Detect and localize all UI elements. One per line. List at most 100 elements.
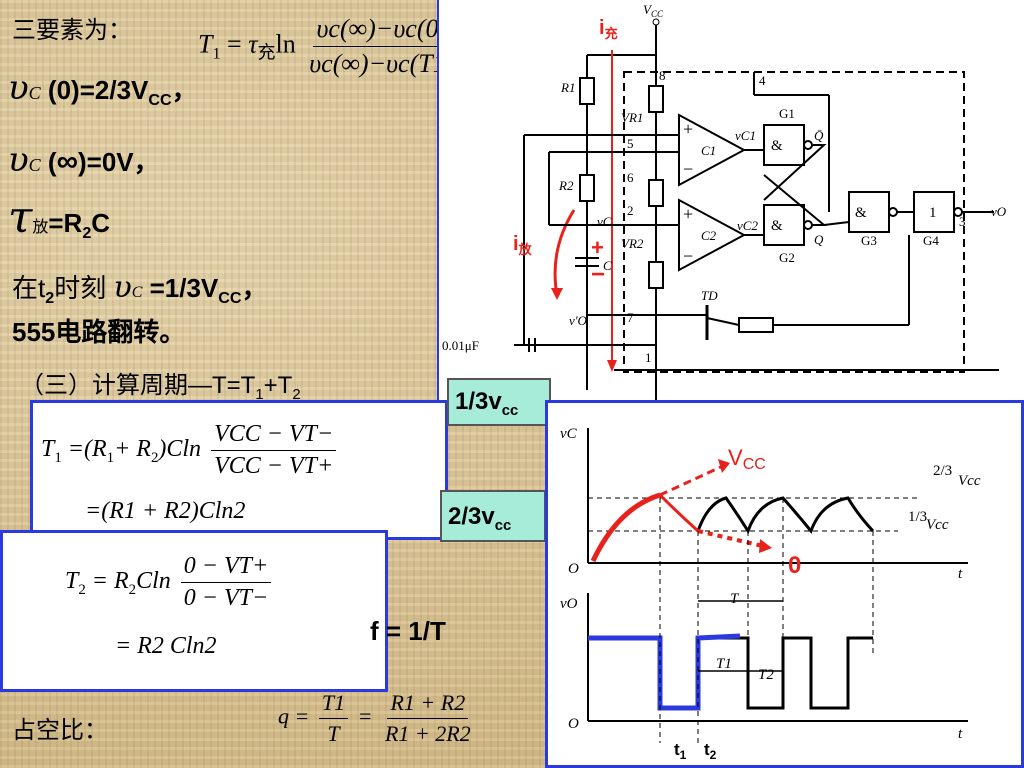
c-subscript: C [28,83,41,103]
origin-bottom: O [568,716,579,732]
q-symbol: q [278,703,289,729]
vc-initial-line: υC (0)=2/3VCC， [8,68,198,110]
arrowhead [607,360,617,372]
callout-sub: cc [494,517,512,534]
pin-3: 3 [959,214,966,229]
t1-line1: T1 =(R1+ R2)Cln VCC − VT− VCC − VT+ [41,421,340,480]
fraction: T1 T [318,690,349,747]
section-s2: 2 [292,386,301,403]
r1-resistor [579,77,595,105]
r2-label: R2 [558,178,574,193]
t2-val-sub: CC [218,289,242,308]
g3-label: G3 [861,233,877,248]
tau-eq-tail: C [91,208,111,238]
vo-highlight [588,633,741,711]
flip-text: 555电路翻转。 [12,317,186,347]
t1-s1: 1 [106,449,115,466]
t2-pre: 在t [12,273,46,303]
tau-eq-sub: 2 [82,224,92,243]
vc0-text: (0)=2/3V [47,75,149,105]
t1-label: T1 [716,656,732,672]
c2-plus: + [683,204,693,224]
fraction: υc(∞)−υc(0) υc(∞)−υc(T1) [306,14,457,79]
t1-bottom-label: t1 [674,740,687,762]
time-markers [659,498,874,743]
divider-resistor [648,179,664,207]
g4-label: G4 [923,233,939,248]
wave-labels: vC vO O O t t 2/3 Vcc 1/3 Vcc VCC 0 T T1… [560,426,981,762]
section-heading: （三）计算周期—T=T1+T2 [20,365,301,403]
frequency-text: f = 1/T [370,616,446,646]
circuit-labels: VCC i充 i放 R1 R2 VR1 VR2 C1 C2 G1 G2 G3 G… [442,2,1007,365]
t1-lhs: T [198,29,213,59]
two-thirds-frac: 2/3 [933,463,952,479]
section-s1: 1 [255,386,264,403]
vcinf-open: ( [47,147,57,177]
i-discharge-label: i放 [513,233,533,257]
inverter-bubble [803,140,813,150]
g2-label: G2 [779,250,795,265]
t2-tail: ， [241,273,268,303]
pin-8: 8 [659,68,666,83]
t1-post: )Cln [158,436,202,463]
cap-minus-mark: − [591,261,605,288]
one-symbol-g4: 1 [929,205,937,221]
vc-axis-label: vC [560,426,578,442]
pin-4: 4 [759,73,766,88]
tau-symbol: τ [248,29,258,59]
c-subscript: C [28,155,41,175]
t2-label: T2 [758,667,774,683]
gate-g3 [848,191,890,233]
pin-5: 5 [627,136,634,151]
waveform-svg: vC vO O O t t 2/3 Vcc 1/3 Vcc VCC 0 T T1… [560,426,981,762]
denominator: 0 − VT− [183,585,269,611]
vo-prime-label: v'O [569,313,588,328]
vcc-upper: Vcc [958,473,981,489]
t-axis-top: t [958,566,963,582]
transistor-base [706,317,740,326]
t1-lhs-sub: 1 [212,45,221,63]
duty-label: 占空比： [12,717,108,744]
chip-outline [623,71,965,373]
t2-sub: 2 [78,581,86,598]
vc0-sub: CC [148,91,172,110]
vo-label: vO [991,204,1007,219]
t1-sub: 1 [54,449,62,466]
comparator-c2 [678,198,747,272]
tau-symbol: τ [8,192,33,243]
wire [823,221,850,226]
and-symbol-g1: & [771,138,783,154]
circuit-svg: VCC i充 i放 R1 R2 VR1 VR2 C1 C2 G1 G2 G3 G… [442,2,1007,400]
c2-minus: − [683,246,693,266]
upsilon-symbol: υ [8,68,29,108]
td-label: TD [701,288,718,303]
t2-s: 2 [128,581,137,598]
fraction: VCC − VT− VCC − VT+ [211,421,337,480]
vcc-red-label: VCC [728,445,766,473]
r1-label: R1 [560,80,575,95]
waveform-panel: vC vO O O t t 2/3 Vcc 1/3 Vcc VCC 0 T T1… [545,400,1024,768]
cap001-label: 0.01μF [442,338,479,353]
r2-resistor [579,174,595,202]
vc-discharge-curve [658,493,700,533]
denominator: T [327,721,340,746]
comparator-c1 [678,113,747,187]
t2-bottom-label: t2 [704,740,717,762]
section-plus: +T [263,372,293,399]
c1-plus: + [683,119,693,139]
period-label: T [730,591,740,607]
callout-text: 2/3v [448,503,495,530]
callout-text: 1/3v [455,388,502,415]
numerator: T1 [318,690,349,719]
charge-asymptote [659,464,724,497]
t2-moment-line: 在t2时刻 υC =1/3VCC， [12,268,268,308]
tau-discharge-line: τ放=R2C [8,192,110,243]
vc-label: vC [597,214,612,229]
t2-lhs: T [65,568,79,595]
discharge-current-arrow [553,209,576,296]
pin-2: 2 [627,203,634,218]
t1-formula-box: T1 =(R1+ R2)Cln VCC − VT− VCC − VT+ =(R1… [30,400,448,540]
t2-sub: 2 [45,289,55,308]
vc1-label: vC1 [735,128,756,143]
base-resistor [738,317,774,333]
